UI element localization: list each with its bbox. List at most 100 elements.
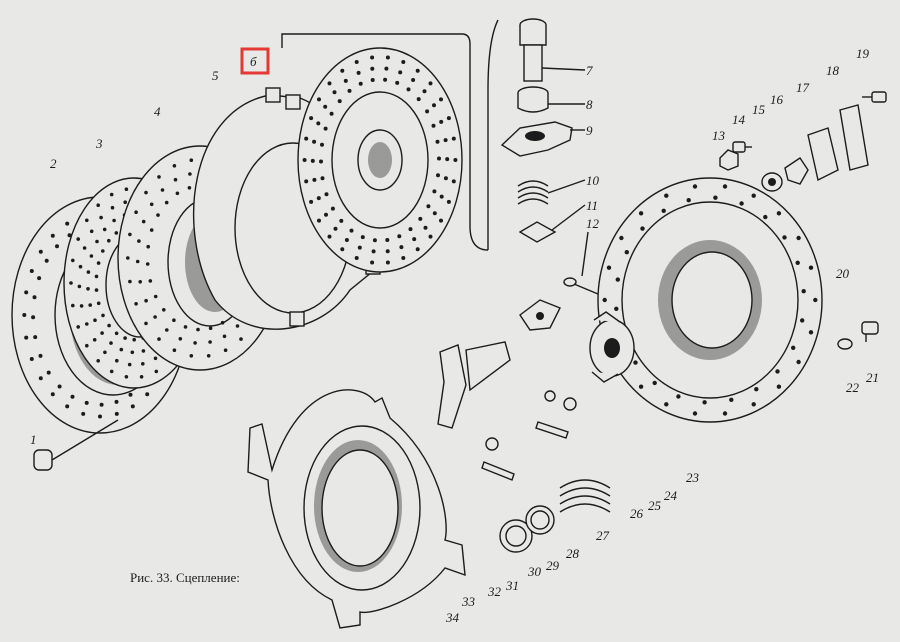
disc-hole [606,265,612,270]
disc-hole [729,397,734,402]
disc-hole [692,411,698,416]
disc-hole [206,354,211,358]
callout-1: 1 [30,432,37,447]
disc-hole [156,213,160,217]
disc-hole [107,238,111,243]
disc-hole [92,338,97,342]
disc-hole [173,177,178,182]
disc-hole [189,354,194,358]
disc-hole [776,384,782,389]
disc-hole [801,289,806,294]
disc-hole [85,343,89,348]
disc-hole [808,330,814,335]
disc-hole [323,104,328,109]
disc-hole [661,208,666,213]
disc-hole [57,384,62,389]
disc-hole [126,256,130,260]
disc-hole [751,193,756,198]
bolt-1 [33,419,119,471]
disc-hole [95,239,99,244]
disc-hole [370,55,375,60]
disc-hole [193,341,197,345]
bracket-16 [784,157,809,185]
disc-hole [624,250,629,255]
disc-hole [32,295,37,300]
callout-26: 26 [630,506,644,521]
disc-hole [96,203,100,207]
disc-hole [187,186,192,190]
disc-hole [332,90,337,95]
disc-hole [123,200,127,204]
callout-9: 9 [586,123,593,138]
disc-hole [399,245,404,250]
disc-hole [79,304,84,308]
disc-hole [633,360,638,365]
callout-30: 30 [527,564,542,579]
ring-29 [499,519,533,553]
disc-hole [320,142,324,147]
disc-hole [722,184,728,189]
disc-hole [148,279,153,283]
disc-hole [141,349,146,353]
disc-hole [329,111,334,116]
washer-22 [837,338,853,350]
disc-hole [153,356,158,361]
ball-26 [544,390,556,402]
disc-hole [782,235,787,240]
callout-28: 28 [566,546,580,561]
callout-23: 23 [686,470,700,485]
disc-hole [432,103,436,108]
disc-hole [304,136,309,141]
lever-24 [519,299,561,331]
disc-hole [86,287,90,291]
disc-hole [310,158,315,163]
disc-hole [415,247,420,252]
bolt-14 [732,141,752,153]
disc-hole [24,290,29,295]
disc-hole [692,184,698,189]
disc-hole [418,216,423,221]
disc-hole [94,288,99,292]
disc-hole [93,318,97,323]
disc-hole [86,270,91,274]
disc-hole [165,328,169,332]
disc-hole [652,380,657,386]
disc-hole [330,206,335,211]
disc-hole [406,87,411,92]
disc-hole [128,392,133,397]
disc-hole [412,237,417,242]
nut-31 [485,437,499,451]
disc-hole [304,179,309,184]
callout-31: 31 [505,578,519,593]
disc-hole [29,269,34,273]
callout-16: 16 [770,92,784,107]
disc-hole [50,392,55,397]
callout-33: 33 [461,594,476,609]
callout-18: 18 [826,63,840,78]
disc-hole [222,334,227,339]
disc-hole [94,274,99,279]
disc-hole [312,139,317,144]
disc-hole [96,261,101,265]
disc-hole [38,353,43,358]
disc-hole [37,276,42,281]
callout-6: б [250,54,257,69]
disc-hole [439,119,444,124]
disc-hole [808,265,814,270]
disc-hole [370,66,375,71]
disc-hole [38,249,43,254]
disc-hole [713,195,718,200]
disc-hole [354,60,359,64]
disc-hole [71,303,75,308]
disc-hole [33,335,38,340]
disc-hole [664,193,669,198]
disc-hole [317,97,321,102]
clutch-cover-20 [597,177,823,423]
disc-hole [107,323,111,328]
disc-hole [754,387,759,392]
disc-hole [115,358,119,363]
callout-29: 29 [546,558,560,573]
disc-hole [408,227,413,232]
disc-hole [385,238,390,242]
callout-20: 20 [836,266,850,281]
